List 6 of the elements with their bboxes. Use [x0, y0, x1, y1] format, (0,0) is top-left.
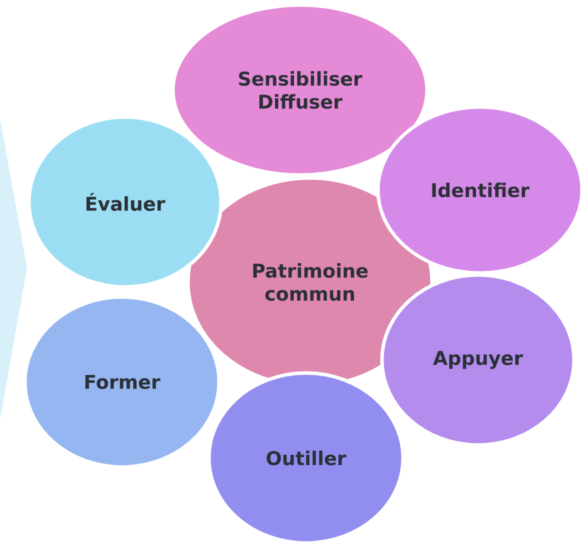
- ellipse-node: Appuyer: [380, 273, 576, 447]
- ellipse-node: Identifier: [376, 105, 583, 275]
- ellipse-node: Sensibiliser Diffuser: [171, 3, 429, 177]
- ellipse-node: Former: [23, 295, 221, 469]
- ellipse-node: Évaluer: [27, 115, 223, 289]
- ellipse-node: Outiller: [207, 371, 405, 542]
